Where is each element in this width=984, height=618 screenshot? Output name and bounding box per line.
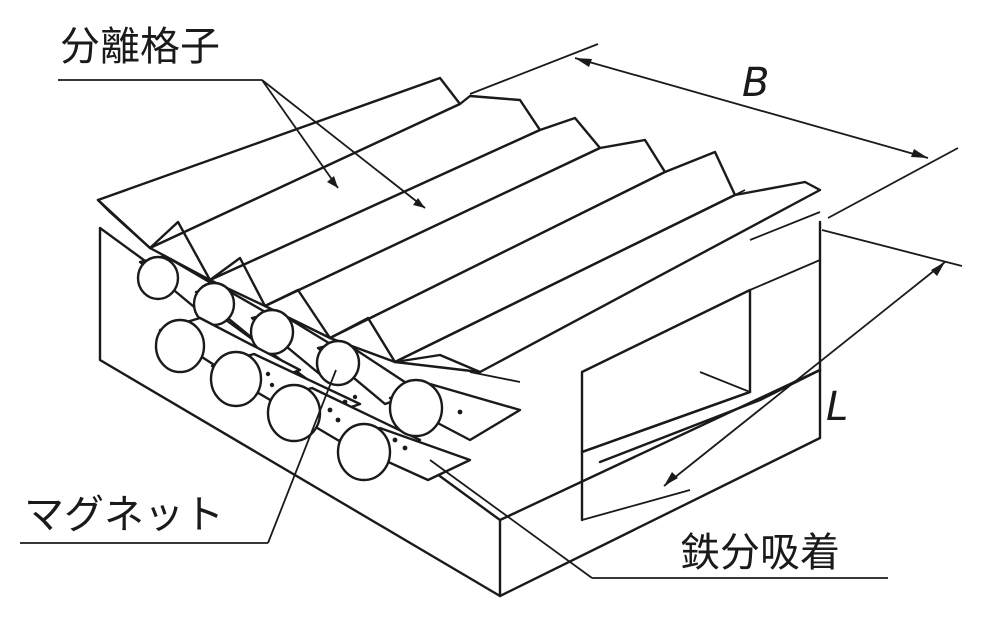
magnets-bottom-row	[154, 316, 522, 482]
magnets-top-row	[136, 254, 422, 406]
iron-particles	[265, 371, 463, 451]
label-dim-b: B	[742, 60, 769, 106]
end-frames	[580, 211, 822, 522]
label-iron-adsorption: 鉄分吸着	[680, 530, 840, 576]
dimension-b	[469, 43, 959, 219]
label-magnet: マグネット	[24, 492, 224, 538]
separation-grid-ridges	[96, 76, 822, 383]
label-dim-l: L	[826, 384, 848, 430]
dimension-l	[581, 229, 963, 521]
label-separation-grid: 分離格子	[60, 24, 220, 70]
leader-lines	[20, 79, 888, 579]
